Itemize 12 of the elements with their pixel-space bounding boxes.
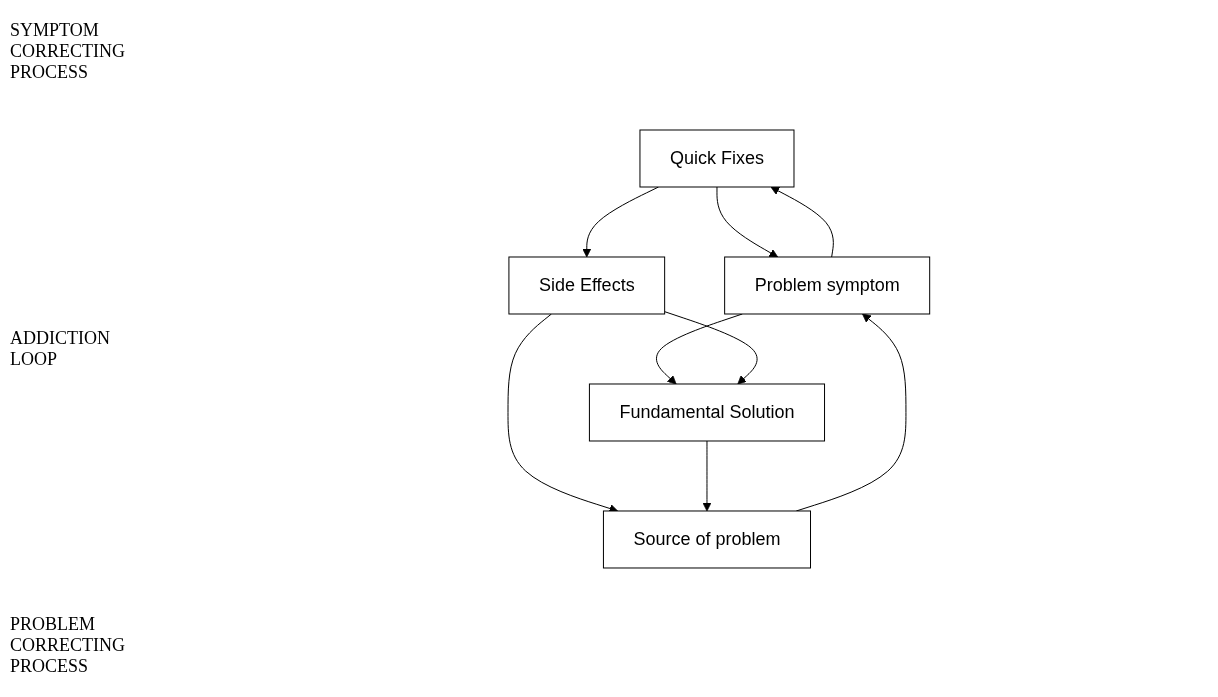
node-box: Problem symptom [724,256,931,314]
arrow [716,186,779,257]
arrow [702,440,712,511]
node-box: Fundamental Solution [589,383,826,441]
node-box: Side Effects [508,256,666,314]
arrow [770,186,834,257]
note-text: SYMPTOM CORRECTING PROCESS [10,20,126,83]
arrow [664,310,758,384]
note-text: ADDICTION LOOP [10,327,111,370]
note-text: PROBLEM CORRECTING PROCESS [10,614,126,677]
node-box: Quick Fixes [639,129,795,187]
node-box: Source of problem [603,510,812,568]
